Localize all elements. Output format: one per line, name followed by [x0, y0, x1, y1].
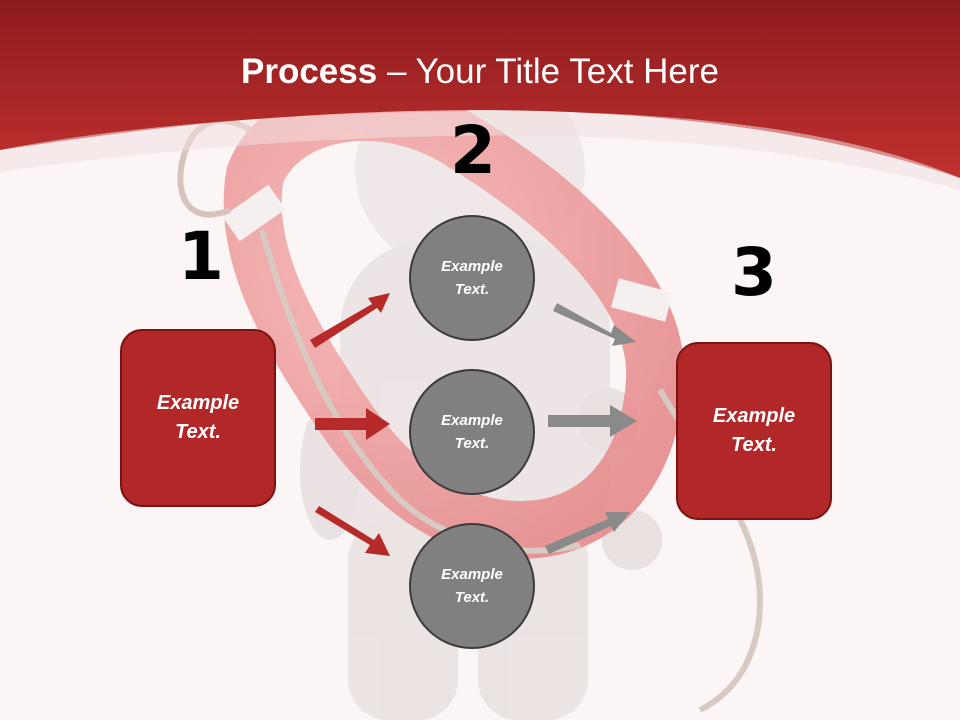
step-box-1: Example Text. [120, 329, 276, 507]
arrow-red-down [315, 506, 390, 556]
step-box-1-text: Example Text. [156, 392, 240, 443]
arrow-red-up [310, 293, 390, 348]
arrow-gray-down [553, 303, 636, 346]
step-box-3-text: Example Text. [712, 405, 796, 456]
header-swoosh [0, 111, 960, 190]
title-bold: Process [241, 52, 378, 91]
slide-title: Process – Your Title Text Here [0, 52, 960, 92]
header-band [0, 0, 960, 178]
step-number-1: 1 [178, 218, 224, 295]
arrow-gray-up [545, 512, 630, 554]
arrow-red-right [315, 408, 390, 440]
step-circle-1-text: Example Text. [441, 258, 503, 298]
step-number-2: 2 [450, 112, 496, 189]
step-circle-3: Example Text. [409, 523, 535, 649]
step-circle-2: Example Text. [409, 369, 535, 495]
step-number-3: 3 [731, 234, 777, 311]
step-circle-3-text: Example Text. [441, 566, 503, 606]
step-circle-1: Example Text. [409, 215, 535, 341]
title-rest: – Your Title Text Here [377, 52, 719, 91]
step-box-3: Example Text. [676, 342, 832, 520]
arrow-gray-right [548, 405, 637, 437]
step-circle-2-text: Example Text. [441, 412, 503, 452]
